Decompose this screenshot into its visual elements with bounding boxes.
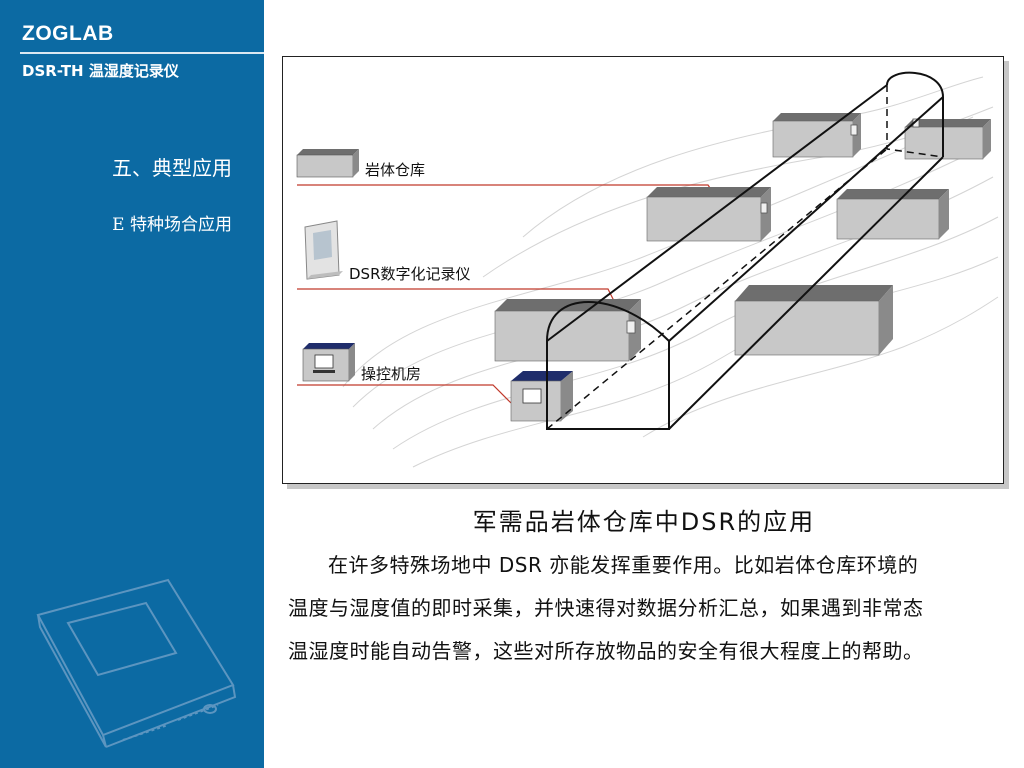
- warehouse-diagram: 岩体仓库 DSR数字化记录仪 操控机房: [282, 56, 1004, 484]
- legend-warehouse-icon: [296, 149, 359, 178]
- diagram-canvas: [296, 71, 999, 468]
- brand-logo: ZOGLAB: [22, 22, 114, 45]
- product-title: DSR-TH 温湿度记录仪: [22, 62, 179, 80]
- body-paragraph: 在许多特殊场地中 DSR 亦能发挥重要作用。比如岩体仓库环境的温度与湿度值的即时…: [288, 553, 924, 663]
- legend-recorder-icon: [304, 220, 343, 280]
- legend-warehouse-label: 岩体仓库: [365, 161, 426, 179]
- brand-divider: [20, 52, 264, 54]
- tunnel: [546, 71, 944, 430]
- device-outline-icon: [36, 578, 237, 748]
- section-heading: 五、典型应用: [112, 156, 232, 180]
- legend-recorder-label: DSR数字化记录仪: [349, 265, 471, 283]
- warehouse-block-5: [734, 285, 893, 356]
- warehouse-block-3: [646, 187, 771, 242]
- sidebar: ZOGLAB DSR-TH 温湿度记录仪 五、典型应用 E 特种场合应用: [0, 0, 264, 768]
- subsection-heading: E 特种场合应用: [112, 215, 232, 235]
- warehouse-block-4: [836, 189, 949, 240]
- recorder-devices: [626, 118, 920, 334]
- control-room-block: [510, 371, 573, 422]
- tunnel-hidden-edges: [546, 85, 944, 430]
- warehouse-block-1: [772, 113, 861, 158]
- warehouse-block-6: [494, 299, 641, 362]
- figure-caption: 军需品岩体仓库中DSR的应用: [472, 508, 816, 536]
- legend-control-room-icon: [302, 343, 355, 382]
- legend-control-room-label: 操控机房: [361, 365, 422, 383]
